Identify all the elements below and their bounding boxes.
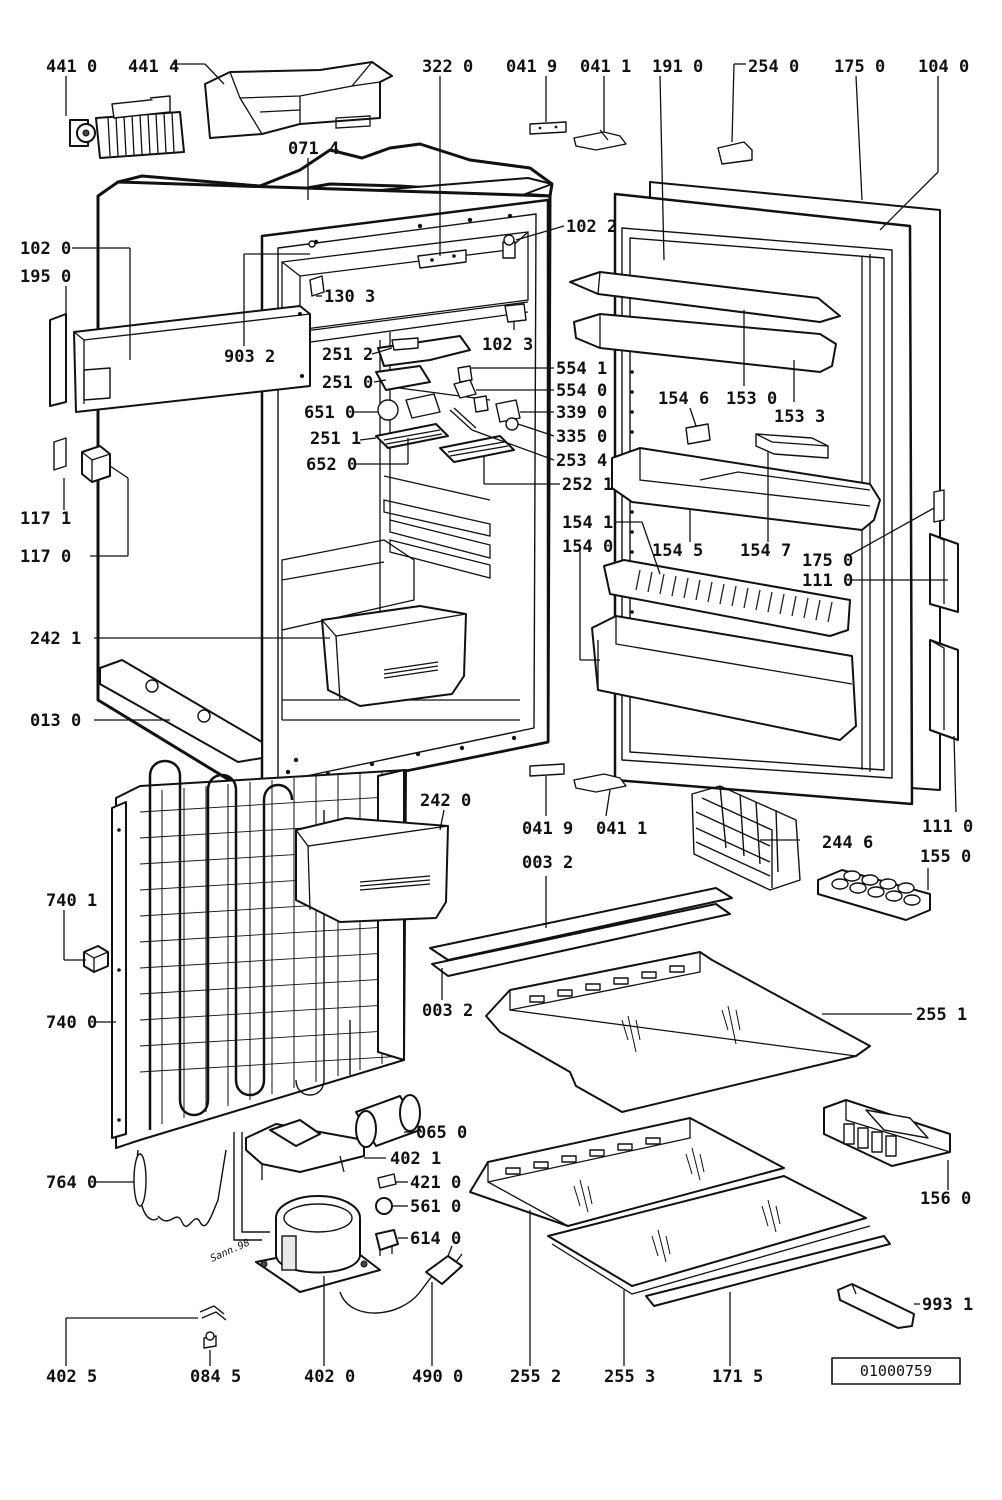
callout-171-5: 171 5 (712, 1367, 763, 1387)
callout-402-1: 402 1 (390, 1149, 441, 1169)
callout-041-9-bottom: 041 9 (522, 819, 573, 839)
callout-652-0: 652 0 (306, 455, 357, 475)
callout-335-0: 335 0 (556, 427, 607, 447)
callout-191-0: 191 0 (652, 57, 703, 77)
callout-117-1: 117 1 (20, 509, 71, 529)
callout-013-0: 013 0 (30, 711, 81, 731)
callout-154-7: 154 7 (740, 541, 791, 561)
callout-084-5: 084 5 (190, 1367, 241, 1387)
callout-130-3: 130 3 (324, 287, 375, 307)
callout-102-0: 102 0 (20, 239, 71, 259)
callout-254-0: 254 0 (748, 57, 799, 77)
artist-signature: Sann.98 (209, 1238, 252, 1265)
condenser-clip-part (83, 945, 109, 973)
callout-490-0: 490 0 (412, 1367, 463, 1387)
callout-322-0: 322 0 (422, 57, 473, 77)
callout-175-0-top: 175 0 (834, 57, 885, 77)
callout-244-6: 244 6 (822, 833, 873, 853)
callout-175-0-side: 175 0 (802, 551, 853, 571)
callout-903-2: 903 2 (224, 347, 275, 367)
callout-740-1: 740 1 (46, 891, 97, 911)
glass-shelf-upper (485, 951, 871, 1113)
callout-111-0-lower: 111 0 (922, 817, 973, 837)
callout-041-9-top: 041 9 (506, 57, 557, 77)
callout-554-1: 554 1 (556, 359, 607, 379)
callout-104-0: 104 0 (918, 57, 969, 77)
compressor-assembly (233, 1094, 463, 1314)
callout-154-0: 154 0 (562, 537, 613, 557)
callout-252-1: 252 1 (562, 475, 613, 495)
callout-993-1: 993 1 (922, 1295, 973, 1315)
callout-071-4: 071 4 (288, 139, 339, 159)
callout-740-0: 740 0 (46, 1013, 97, 1033)
drawing-number: 01000759 (860, 1362, 932, 1380)
callout-255-1: 255 1 (916, 1005, 967, 1025)
callout-253-4: 253 4 (556, 451, 607, 471)
callout-154-1: 154 1 (562, 513, 613, 533)
callout-339-0: 339 0 (556, 403, 607, 423)
callout-242-0: 242 0 (420, 791, 471, 811)
fan-assembly-part (69, 95, 185, 159)
hinge-parts (53, 437, 111, 483)
callout-421-0: 421 0 (410, 1173, 461, 1193)
capillary-filter-part (133, 1149, 227, 1227)
callout-117-0: 117 0 (20, 547, 71, 567)
leader-lines (63, 63, 957, 1366)
callout-251-2: 251 2 (322, 345, 373, 365)
ice-cube-tray-part (823, 1099, 951, 1167)
callout-764-0: 764 0 (46, 1173, 97, 1193)
callout-651-0: 651 0 (304, 403, 355, 423)
callout-156-0: 156 0 (920, 1189, 971, 1209)
clip-part (199, 1305, 227, 1349)
callout-255-3: 255 3 (604, 1367, 655, 1387)
callout-154-5: 154 5 (652, 541, 703, 561)
ice-scraper-part (837, 1283, 915, 1329)
callout-402-0: 402 0 (304, 1367, 355, 1387)
egg-tray-part (817, 869, 931, 921)
callout-153-3: 153 3 (774, 407, 825, 427)
callout-195-0: 195 0 (20, 267, 71, 287)
callout-111-0-upper: 111 0 (802, 571, 853, 591)
door-assembly (529, 121, 959, 806)
bottom-trim-part (99, 659, 263, 763)
callout-153-0: 153 0 (726, 389, 777, 409)
callout-554-0: 554 0 (556, 381, 607, 401)
callout-441-4: 441 4 (128, 57, 179, 77)
callout-labels: 441 0 441 4 322 0 041 9 041 1 191 0 254 … (20, 57, 973, 1387)
callout-441-0: 441 0 (46, 57, 97, 77)
fan-duct-part (204, 61, 393, 139)
callout-041-1-top: 041 1 (580, 57, 631, 77)
wire-rack-part (691, 785, 801, 891)
crisper-drawer-lower (295, 817, 449, 923)
callout-255-2: 255 2 (510, 1367, 561, 1387)
callout-614-0: 614 0 (410, 1229, 461, 1249)
door-plates (529, 763, 627, 793)
crisper-drawer-upper (321, 605, 467, 707)
front-trim-panel (49, 305, 311, 413)
glass-shelf-lower (469, 1117, 891, 1307)
callout-402-5: 402 5 (46, 1367, 97, 1387)
callout-102-3: 102 3 (482, 335, 533, 355)
callout-065-0: 065 0 (416, 1123, 467, 1143)
callout-561-0: 561 0 (410, 1197, 461, 1217)
callout-251-0: 251 0 (322, 373, 373, 393)
callout-154-6: 154 6 (658, 389, 709, 409)
shelf-strips (429, 887, 733, 977)
callout-003-2-top: 003 2 (522, 853, 573, 873)
callout-242-1: 242 1 (30, 629, 81, 649)
callout-003-2-bottom: 003 2 (422, 1001, 473, 1021)
callout-041-1-bottom: 041 1 (596, 819, 647, 839)
callout-251-1: 251 1 (310, 429, 361, 449)
callout-102-2: 102 2 (566, 217, 617, 237)
callout-155-0: 155 0 (920, 847, 971, 867)
drawing-number-box (831, 1357, 961, 1385)
